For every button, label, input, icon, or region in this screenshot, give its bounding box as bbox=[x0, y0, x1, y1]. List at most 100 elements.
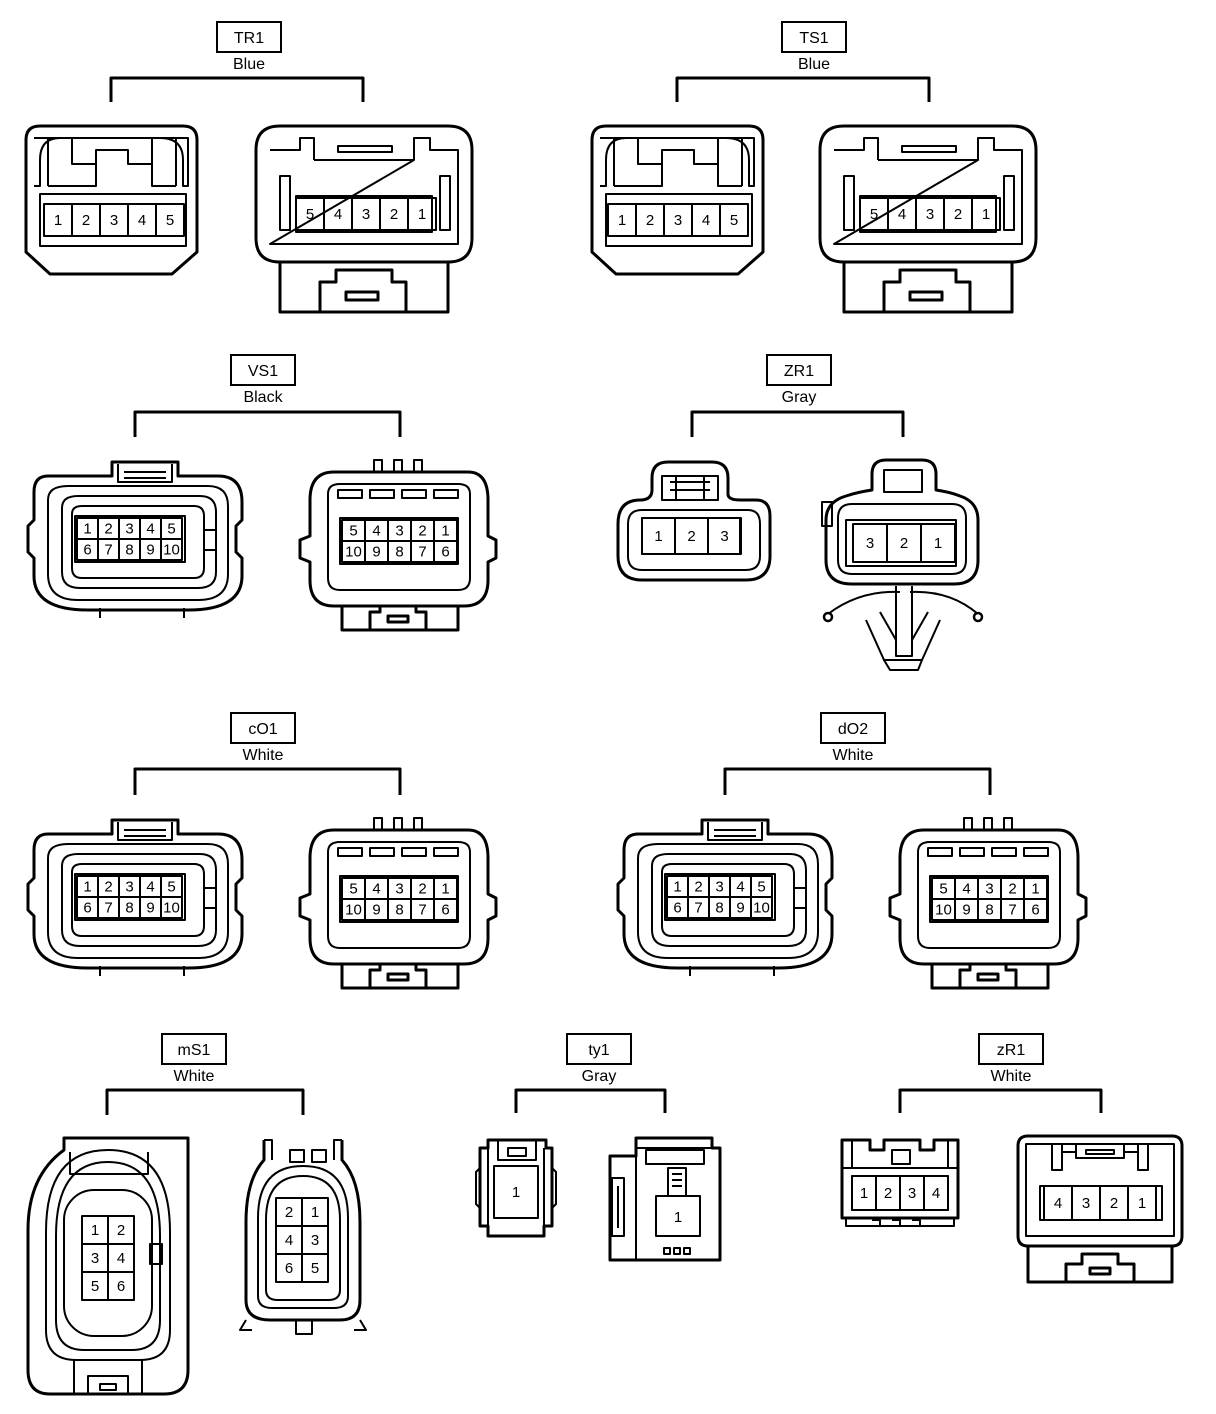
male-connector-body bbox=[298, 828, 498, 966]
pin-label: 4 bbox=[962, 881, 970, 898]
pin-label: 1 bbox=[1138, 1195, 1146, 1212]
pin-cell bbox=[433, 898, 458, 921]
pin-label: 4 bbox=[146, 521, 154, 538]
pin-label: 2 bbox=[884, 1185, 892, 1202]
female-connector-body bbox=[616, 818, 834, 970]
pin-label: 3 bbox=[110, 212, 118, 229]
male-connector-body bbox=[824, 458, 980, 586]
pin-label: 9 bbox=[372, 544, 380, 561]
pin-label: 2 bbox=[418, 881, 426, 898]
female-connector-body bbox=[26, 460, 244, 612]
pin-label: 5 bbox=[349, 881, 357, 898]
pin-label: 4 bbox=[932, 1185, 940, 1202]
pin-cell bbox=[971, 197, 1001, 231]
pin-label: 3 bbox=[926, 206, 934, 223]
female-connector-body bbox=[616, 460, 772, 582]
connector-id: ty1 bbox=[588, 1042, 609, 1059]
pin-label: 10 bbox=[935, 902, 952, 919]
connector-id: VS1 bbox=[248, 363, 278, 380]
pin-label: 6 bbox=[83, 542, 91, 559]
pin-label: 10 bbox=[753, 900, 770, 917]
connector-id: mS1 bbox=[178, 1042, 211, 1059]
pin-label: 3 bbox=[395, 881, 403, 898]
pin-label: 1 bbox=[83, 879, 91, 896]
pin-cell bbox=[155, 203, 185, 237]
pin-cell bbox=[1023, 898, 1048, 921]
connector-id: ZR1 bbox=[784, 363, 814, 380]
pin-label: 2 bbox=[694, 879, 702, 896]
pin-label: 9 bbox=[736, 900, 744, 917]
pin-label: 8 bbox=[125, 542, 133, 559]
pin-label: 6 bbox=[441, 544, 449, 561]
pin-label: 3 bbox=[362, 206, 370, 223]
pin-cell bbox=[301, 1253, 329, 1283]
pin-label: 6 bbox=[117, 1278, 125, 1295]
male-connector-body bbox=[254, 124, 474, 264]
pin-cell bbox=[707, 517, 742, 555]
pin-cell bbox=[407, 197, 437, 231]
pin-label: 2 bbox=[1008, 881, 1016, 898]
pin-cell bbox=[750, 896, 773, 919]
pin-label: 4 bbox=[898, 206, 906, 223]
pin-label: 2 bbox=[1110, 1195, 1118, 1212]
pin-label: 9 bbox=[962, 902, 970, 919]
pin-label: 5 bbox=[166, 212, 174, 229]
pin-cell bbox=[433, 540, 458, 563]
pin-label: 6 bbox=[285, 1260, 293, 1277]
pin-label: 4 bbox=[736, 879, 744, 896]
pin-label: 2 bbox=[285, 1204, 293, 1221]
pin-label: 5 bbox=[730, 212, 738, 229]
pin-label: 7 bbox=[418, 902, 426, 919]
pin-label: 1 bbox=[982, 206, 990, 223]
pin-label: 2 bbox=[104, 879, 112, 896]
pin-label: 1 bbox=[934, 535, 942, 552]
pin-label: 3 bbox=[311, 1232, 319, 1249]
pin-label: 5 bbox=[870, 206, 878, 223]
pin-label: 10 bbox=[163, 542, 180, 559]
pin-label: 5 bbox=[167, 521, 175, 538]
female-connector-body bbox=[24, 124, 199, 276]
pin-cell bbox=[107, 1271, 135, 1301]
pin-label: 4 bbox=[146, 879, 154, 896]
pin-label: 9 bbox=[146, 542, 154, 559]
pin-label: 4 bbox=[285, 1232, 293, 1249]
connector-color: White bbox=[243, 747, 284, 764]
pin-label: 9 bbox=[372, 902, 380, 919]
pin-label: 5 bbox=[349, 523, 357, 540]
pin-label: 2 bbox=[900, 535, 908, 552]
pin-label: 4 bbox=[117, 1250, 125, 1267]
connector-color: White bbox=[174, 1068, 215, 1085]
pin-label: 9 bbox=[146, 900, 154, 917]
connector-color: White bbox=[991, 1068, 1032, 1085]
male-connector-body bbox=[1016, 1134, 1184, 1248]
pin-label: 2 bbox=[117, 1222, 125, 1239]
pin-cell bbox=[1127, 1185, 1157, 1221]
pin-label: 3 bbox=[125, 879, 133, 896]
pin-label: 1 bbox=[441, 523, 449, 540]
pin-cell bbox=[719, 203, 749, 237]
pin-label: 1 bbox=[91, 1222, 99, 1239]
pin-label: 6 bbox=[83, 900, 91, 917]
pin-label: 8 bbox=[985, 902, 993, 919]
pin-label: 5 bbox=[939, 881, 947, 898]
pin-label: 1 bbox=[83, 521, 91, 538]
female-connector-body bbox=[26, 1136, 190, 1396]
pin-label: 10 bbox=[345, 902, 362, 919]
pin-label: 1 bbox=[54, 212, 62, 229]
male-connector-body bbox=[298, 470, 498, 608]
connector-id: TS1 bbox=[799, 30, 828, 47]
pin-label: 1 bbox=[1031, 881, 1039, 898]
pin-label: 8 bbox=[715, 900, 723, 917]
pin-label: 4 bbox=[1054, 1195, 1062, 1212]
connector-color: Gray bbox=[582, 1068, 617, 1085]
connector-color: Gray bbox=[782, 389, 817, 406]
pin-cell bbox=[160, 538, 183, 561]
pin-label: 8 bbox=[395, 902, 403, 919]
